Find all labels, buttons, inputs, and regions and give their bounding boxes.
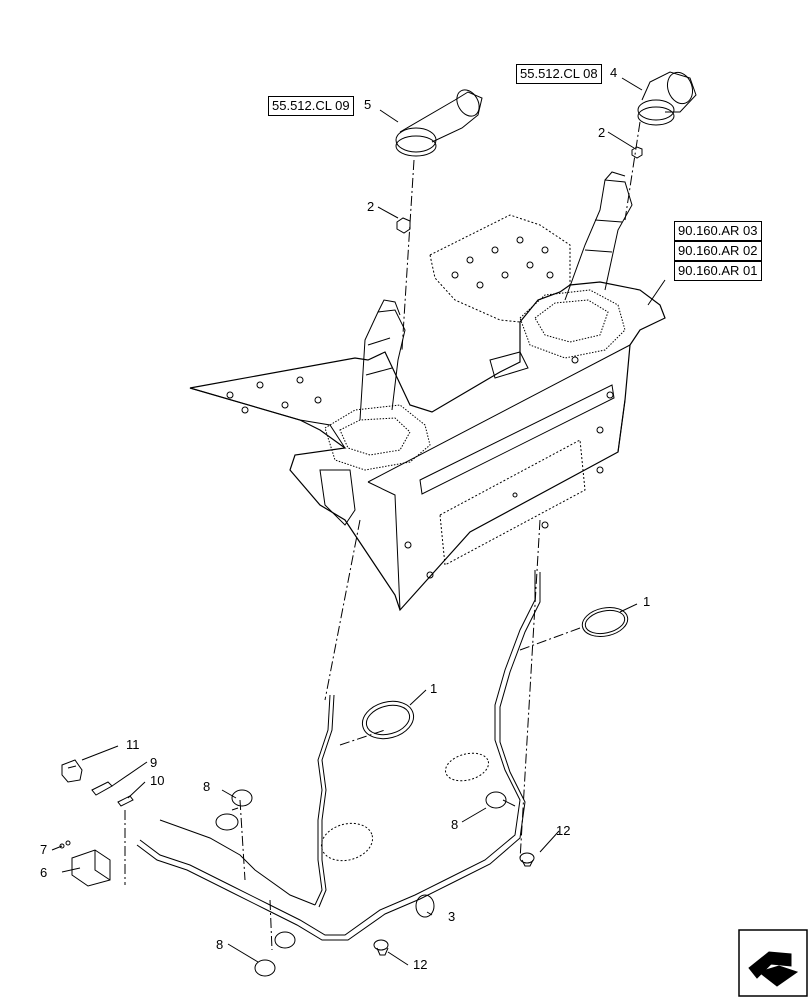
wire-harness bbox=[136, 570, 541, 941]
left-joystick-handle bbox=[395, 89, 483, 157]
callout-item-9: 9 bbox=[150, 755, 158, 770]
left-joystick-assembly bbox=[324, 299, 431, 471]
seal-item-10 bbox=[117, 795, 134, 807]
callout-item-2-right: 2 bbox=[598, 125, 606, 140]
right-joystick-handle bbox=[637, 71, 697, 126]
reference-box-90-160-ar-03[interactable]: 90.160.AR 03 bbox=[674, 221, 762, 241]
reference-box-55-512-cl-09[interactable]: 55.512.CL 09 bbox=[268, 96, 354, 116]
assembly-centerlines bbox=[124, 121, 641, 951]
clamp-item-8-b bbox=[485, 791, 516, 809]
connector-item-11 bbox=[61, 759, 83, 783]
leader-lines bbox=[51, 77, 666, 966]
callout-item-11: 11 bbox=[126, 737, 140, 752]
callout-item-10: 10 bbox=[150, 773, 165, 788]
reference-box-55-512-cl-08[interactable]: 55.512.CL 08 bbox=[516, 64, 602, 84]
callout-item-4: 4 bbox=[610, 65, 618, 80]
callout-item-8-c: 8 bbox=[216, 937, 224, 952]
callout-item-1-lower: 1 bbox=[430, 681, 438, 696]
callout-item-5: 5 bbox=[364, 97, 372, 112]
grommet-item-1-lower bbox=[361, 700, 415, 740]
reference-box-90-160-ar-02[interactable]: 90.160.AR 02 bbox=[674, 241, 762, 261]
grommet-item-3 bbox=[415, 894, 435, 918]
callout-item-12-b: 12 bbox=[413, 957, 428, 972]
callout-item-1-upper: 1 bbox=[643, 594, 651, 609]
control-console-frame bbox=[189, 214, 666, 612]
floor-cutout-ovals bbox=[320, 752, 490, 862]
grommet-item-1-upper bbox=[581, 606, 629, 638]
nut-item-2-right bbox=[631, 146, 643, 159]
callout-item-8-b: 8 bbox=[451, 817, 459, 832]
reference-box-90-160-ar-01[interactable]: 90.160.AR 01 bbox=[674, 261, 762, 281]
clamp-item-8-a bbox=[215, 789, 253, 831]
connector-housing-item-6 bbox=[71, 849, 111, 887]
callout-item-3: 3 bbox=[448, 909, 456, 924]
right-joystick-assembly bbox=[519, 171, 633, 359]
fastener-item-12-a bbox=[519, 852, 535, 867]
fastener-item-12-b bbox=[373, 939, 389, 956]
nut-item-2-left bbox=[396, 217, 411, 234]
page-navigation-arrow-icon[interactable] bbox=[738, 929, 808, 997]
callout-item-12-a: 12 bbox=[556, 823, 571, 838]
clamp-item-8-c bbox=[254, 931, 296, 977]
callout-item-2-left: 2 bbox=[367, 199, 375, 214]
callout-item-8-a: 8 bbox=[203, 779, 211, 794]
terminal-item-9 bbox=[91, 781, 113, 796]
pins-item-7 bbox=[59, 840, 71, 849]
callout-item-6: 6 bbox=[40, 865, 48, 880]
callout-item-7: 7 bbox=[40, 842, 48, 857]
